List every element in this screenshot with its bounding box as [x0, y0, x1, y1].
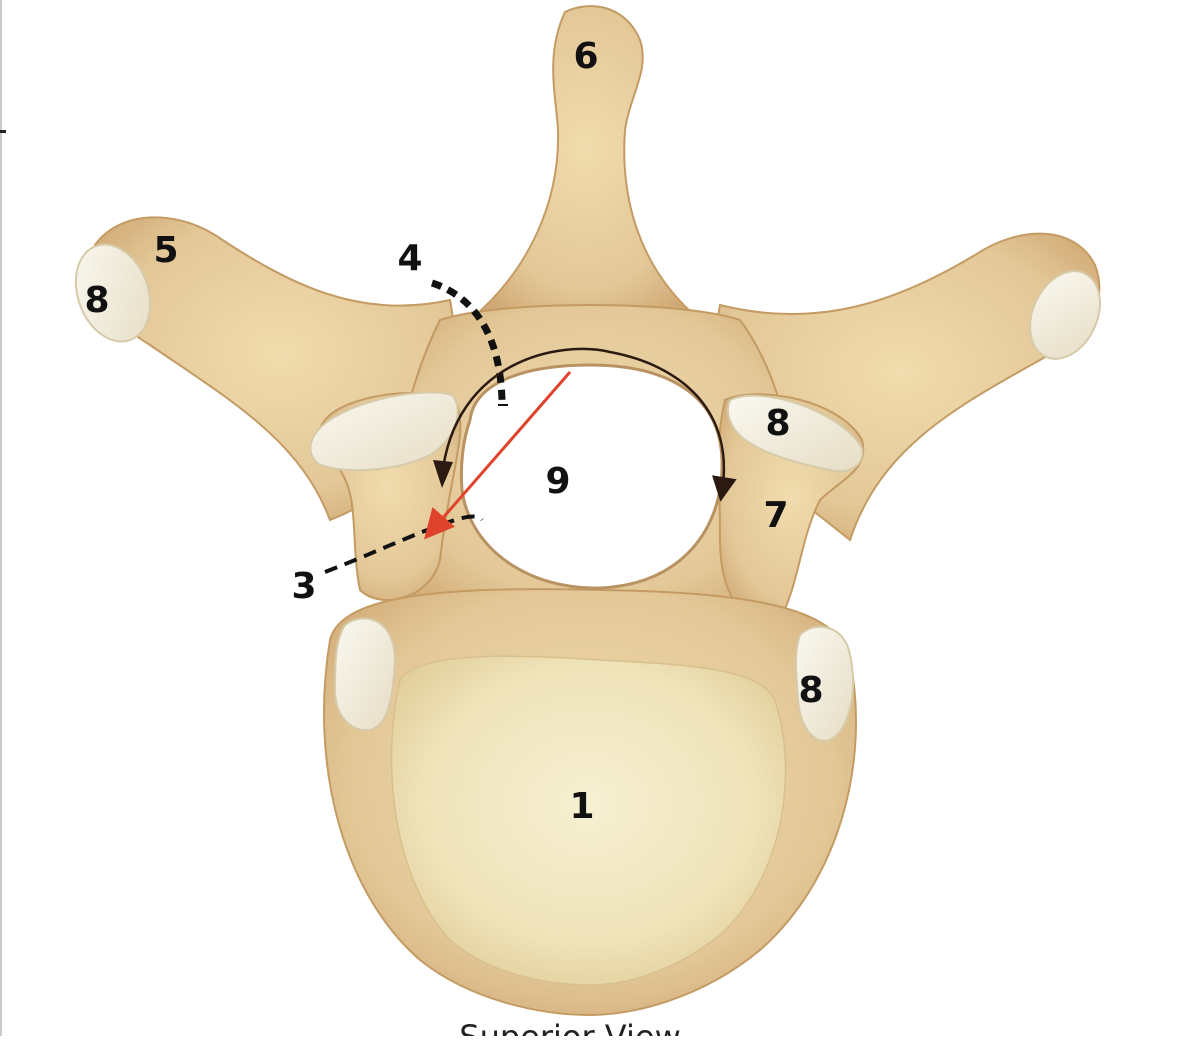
left-transverse-facet	[74, 243, 152, 343]
view-caption: Superior View	[459, 1018, 680, 1036]
left-superior-facet	[309, 391, 459, 472]
label-8-right-superior: 8	[765, 403, 790, 444]
right-superior-facet	[726, 394, 864, 473]
left-edge-tick	[0, 130, 6, 133]
label-1: 1	[569, 786, 594, 827]
label-3: 3	[291, 566, 316, 607]
spinous-process	[467, 5, 703, 321]
curved-arrow-start-head	[433, 460, 453, 488]
label-5: 5	[153, 230, 178, 271]
label-6: 6	[573, 36, 598, 77]
red-arrow	[424, 371, 572, 540]
left-body-facet	[333, 617, 397, 732]
right-body-facet	[795, 625, 854, 742]
label-4-dashed-line	[430, 279, 506, 401]
right-transverse-facet	[1029, 270, 1101, 360]
label-8-right-body: 8	[798, 670, 823, 711]
label-7: 7	[763, 495, 788, 536]
curved-arrow	[440, 347, 737, 502]
label-9: 9	[545, 461, 570, 502]
label-8-left: 8	[84, 280, 109, 321]
vertebral-body-surface	[390, 655, 787, 986]
left-edge-line	[0, 0, 2, 1036]
label-4: 4	[397, 238, 422, 279]
